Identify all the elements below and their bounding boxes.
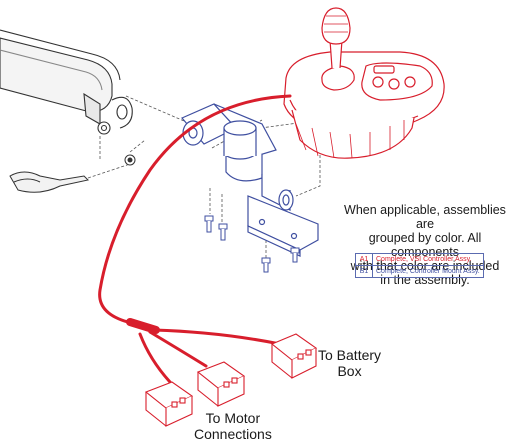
legend-description: Complete, Controller Mount Assy.	[372, 265, 484, 278]
battery-box-label: To Battery Box	[318, 347, 381, 379]
legend-description: Complete, VSI Controller Assy.	[372, 253, 484, 266]
joystick-controller	[283, 7, 445, 159]
label-line: Box	[337, 363, 362, 379]
controller-mount-assembly	[181, 103, 319, 257]
label-line: To Motor	[205, 410, 261, 426]
legend-row-b1: B1 Complete, Controller Mount Assy.	[355, 265, 484, 278]
motor-connector-1	[196, 361, 246, 407]
legend-row-a1: A1 Complete, VSI Controller Assy.	[355, 253, 484, 266]
assembly-legend: A1 Complete, VSI Controller Assy. B1 Com…	[355, 253, 484, 278]
legend-code: B1	[355, 265, 373, 278]
armrest	[0, 29, 133, 135]
label-line: To Battery	[318, 347, 382, 363]
note-line: When applicable, assemblies are	[344, 203, 506, 231]
battery-connector	[270, 333, 318, 379]
cable-harness	[98, 94, 292, 384]
motor-connector-2	[144, 381, 194, 427]
motor-connections-label: To Motor Connections	[194, 410, 272, 442]
legend-code: A1	[355, 253, 373, 266]
mount-screws	[204, 215, 300, 273]
armrest-hardware	[9, 154, 136, 193]
label-line: Connections	[194, 426, 272, 442]
